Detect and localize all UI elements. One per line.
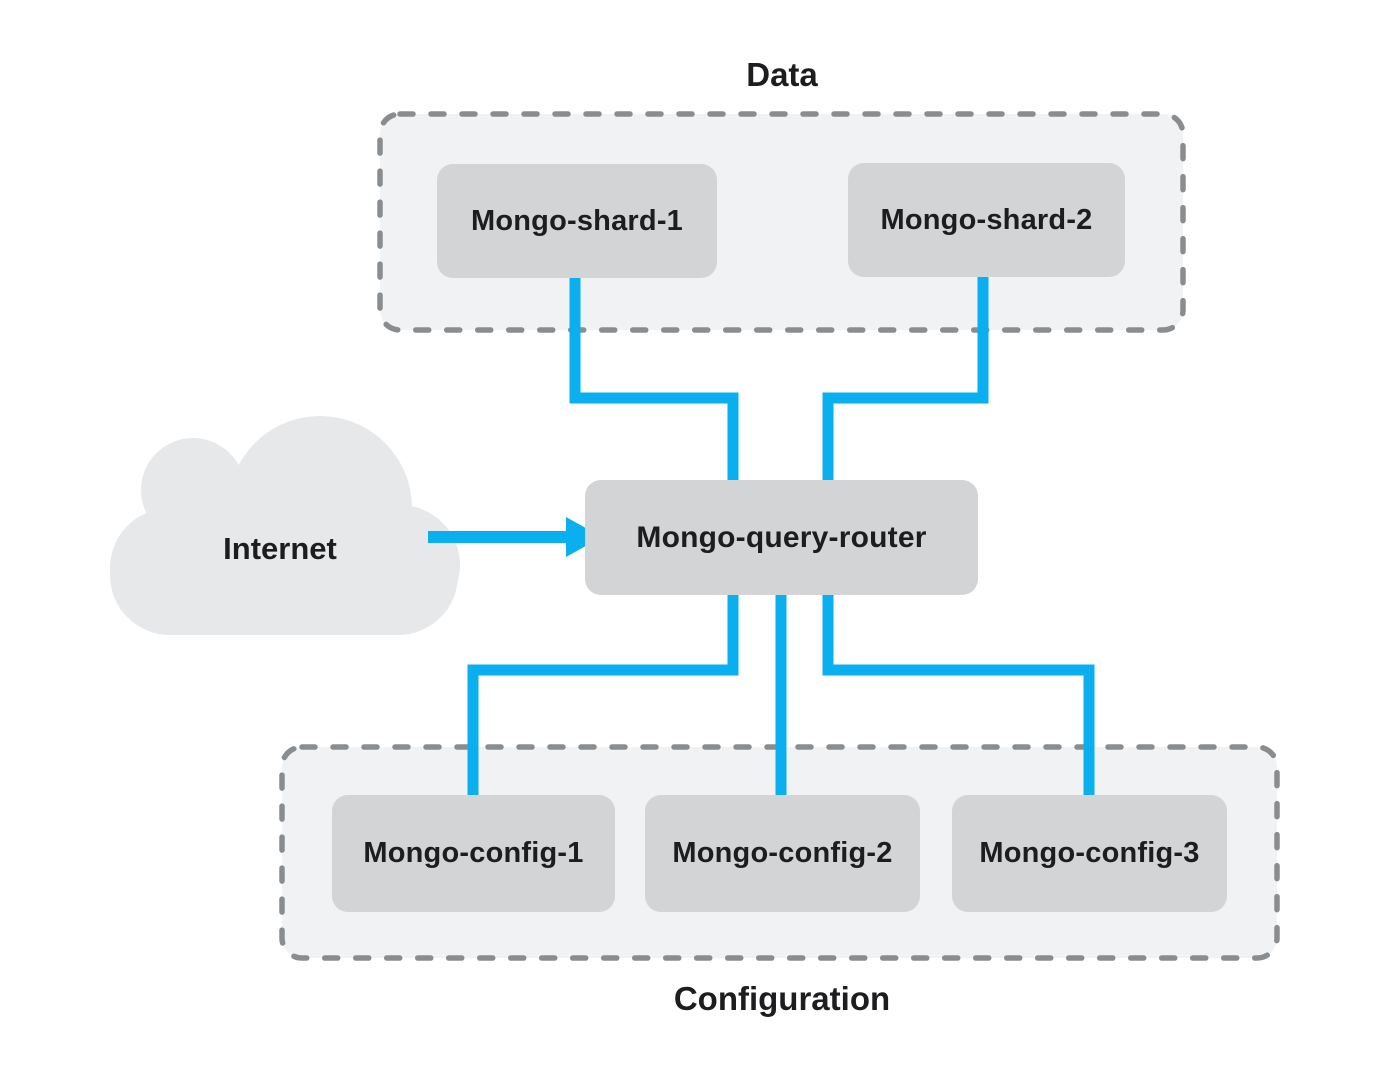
node-mongo-query-router: Mongo-query-router: [585, 480, 978, 595]
cloud-base-icon: [110, 508, 458, 635]
node-mongo-shard-2-label: Mongo-shard-2: [880, 203, 1093, 236]
node-mongo-query-router-label: Mongo-query-router: [636, 520, 927, 554]
node-mongo-shard-1-label: Mongo-shard-1: [470, 204, 684, 237]
node-mongo-config-3: Mongo-config-3: [952, 795, 1227, 912]
connector-shard2-router: [822, 275, 989, 485]
arrow-head-icon: [566, 517, 602, 557]
node-mongo-config-1-label: Mongo-config-1: [363, 837, 584, 869]
connector-router-config3: [822, 590, 1095, 800]
node-mongo-config-3-label: Mongo-config-3: [979, 837, 1200, 869]
configuration-group-label: Configuration: [673, 980, 891, 1017]
connector-shard1-router: [569, 275, 739, 485]
node-mongo-shard-2: Mongo-shard-2: [848, 163, 1125, 277]
node-mongo-config-2-label: Mongo-config-2: [672, 837, 893, 869]
connector-router-config1: [467, 590, 739, 800]
data-group-label: Data: [746, 56, 818, 93]
node-mongo-shard-1: Mongo-shard-1: [437, 164, 717, 278]
internet-cloud-label: Internet: [223, 531, 337, 566]
node-mongo-config-2: Mongo-config-2: [645, 795, 920, 912]
arrow-internet-router: [428, 517, 602, 557]
node-mongo-config-1: Mongo-config-1: [332, 795, 615, 912]
